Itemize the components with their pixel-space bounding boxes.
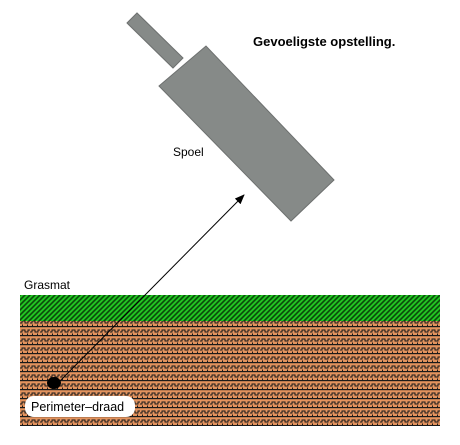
perimeter-wire-icon: [47, 377, 61, 389]
grass-layer: [20, 295, 440, 321]
coil-body: [158, 45, 335, 222]
coil-handle: [126, 12, 184, 69]
wire-label-group: Perimeter–draad: [25, 396, 135, 417]
wire-label: Perimeter–draad: [31, 400, 124, 414]
field-arrow: [54, 194, 245, 387]
wire-label-background: [25, 396, 135, 417]
coil-sensor: [126, 12, 335, 222]
lawn-label: Grasmat: [24, 278, 71, 292]
coil-label: Spoel: [173, 145, 204, 159]
diagram-title: Gevoeligste opstelling.: [253, 34, 395, 49]
